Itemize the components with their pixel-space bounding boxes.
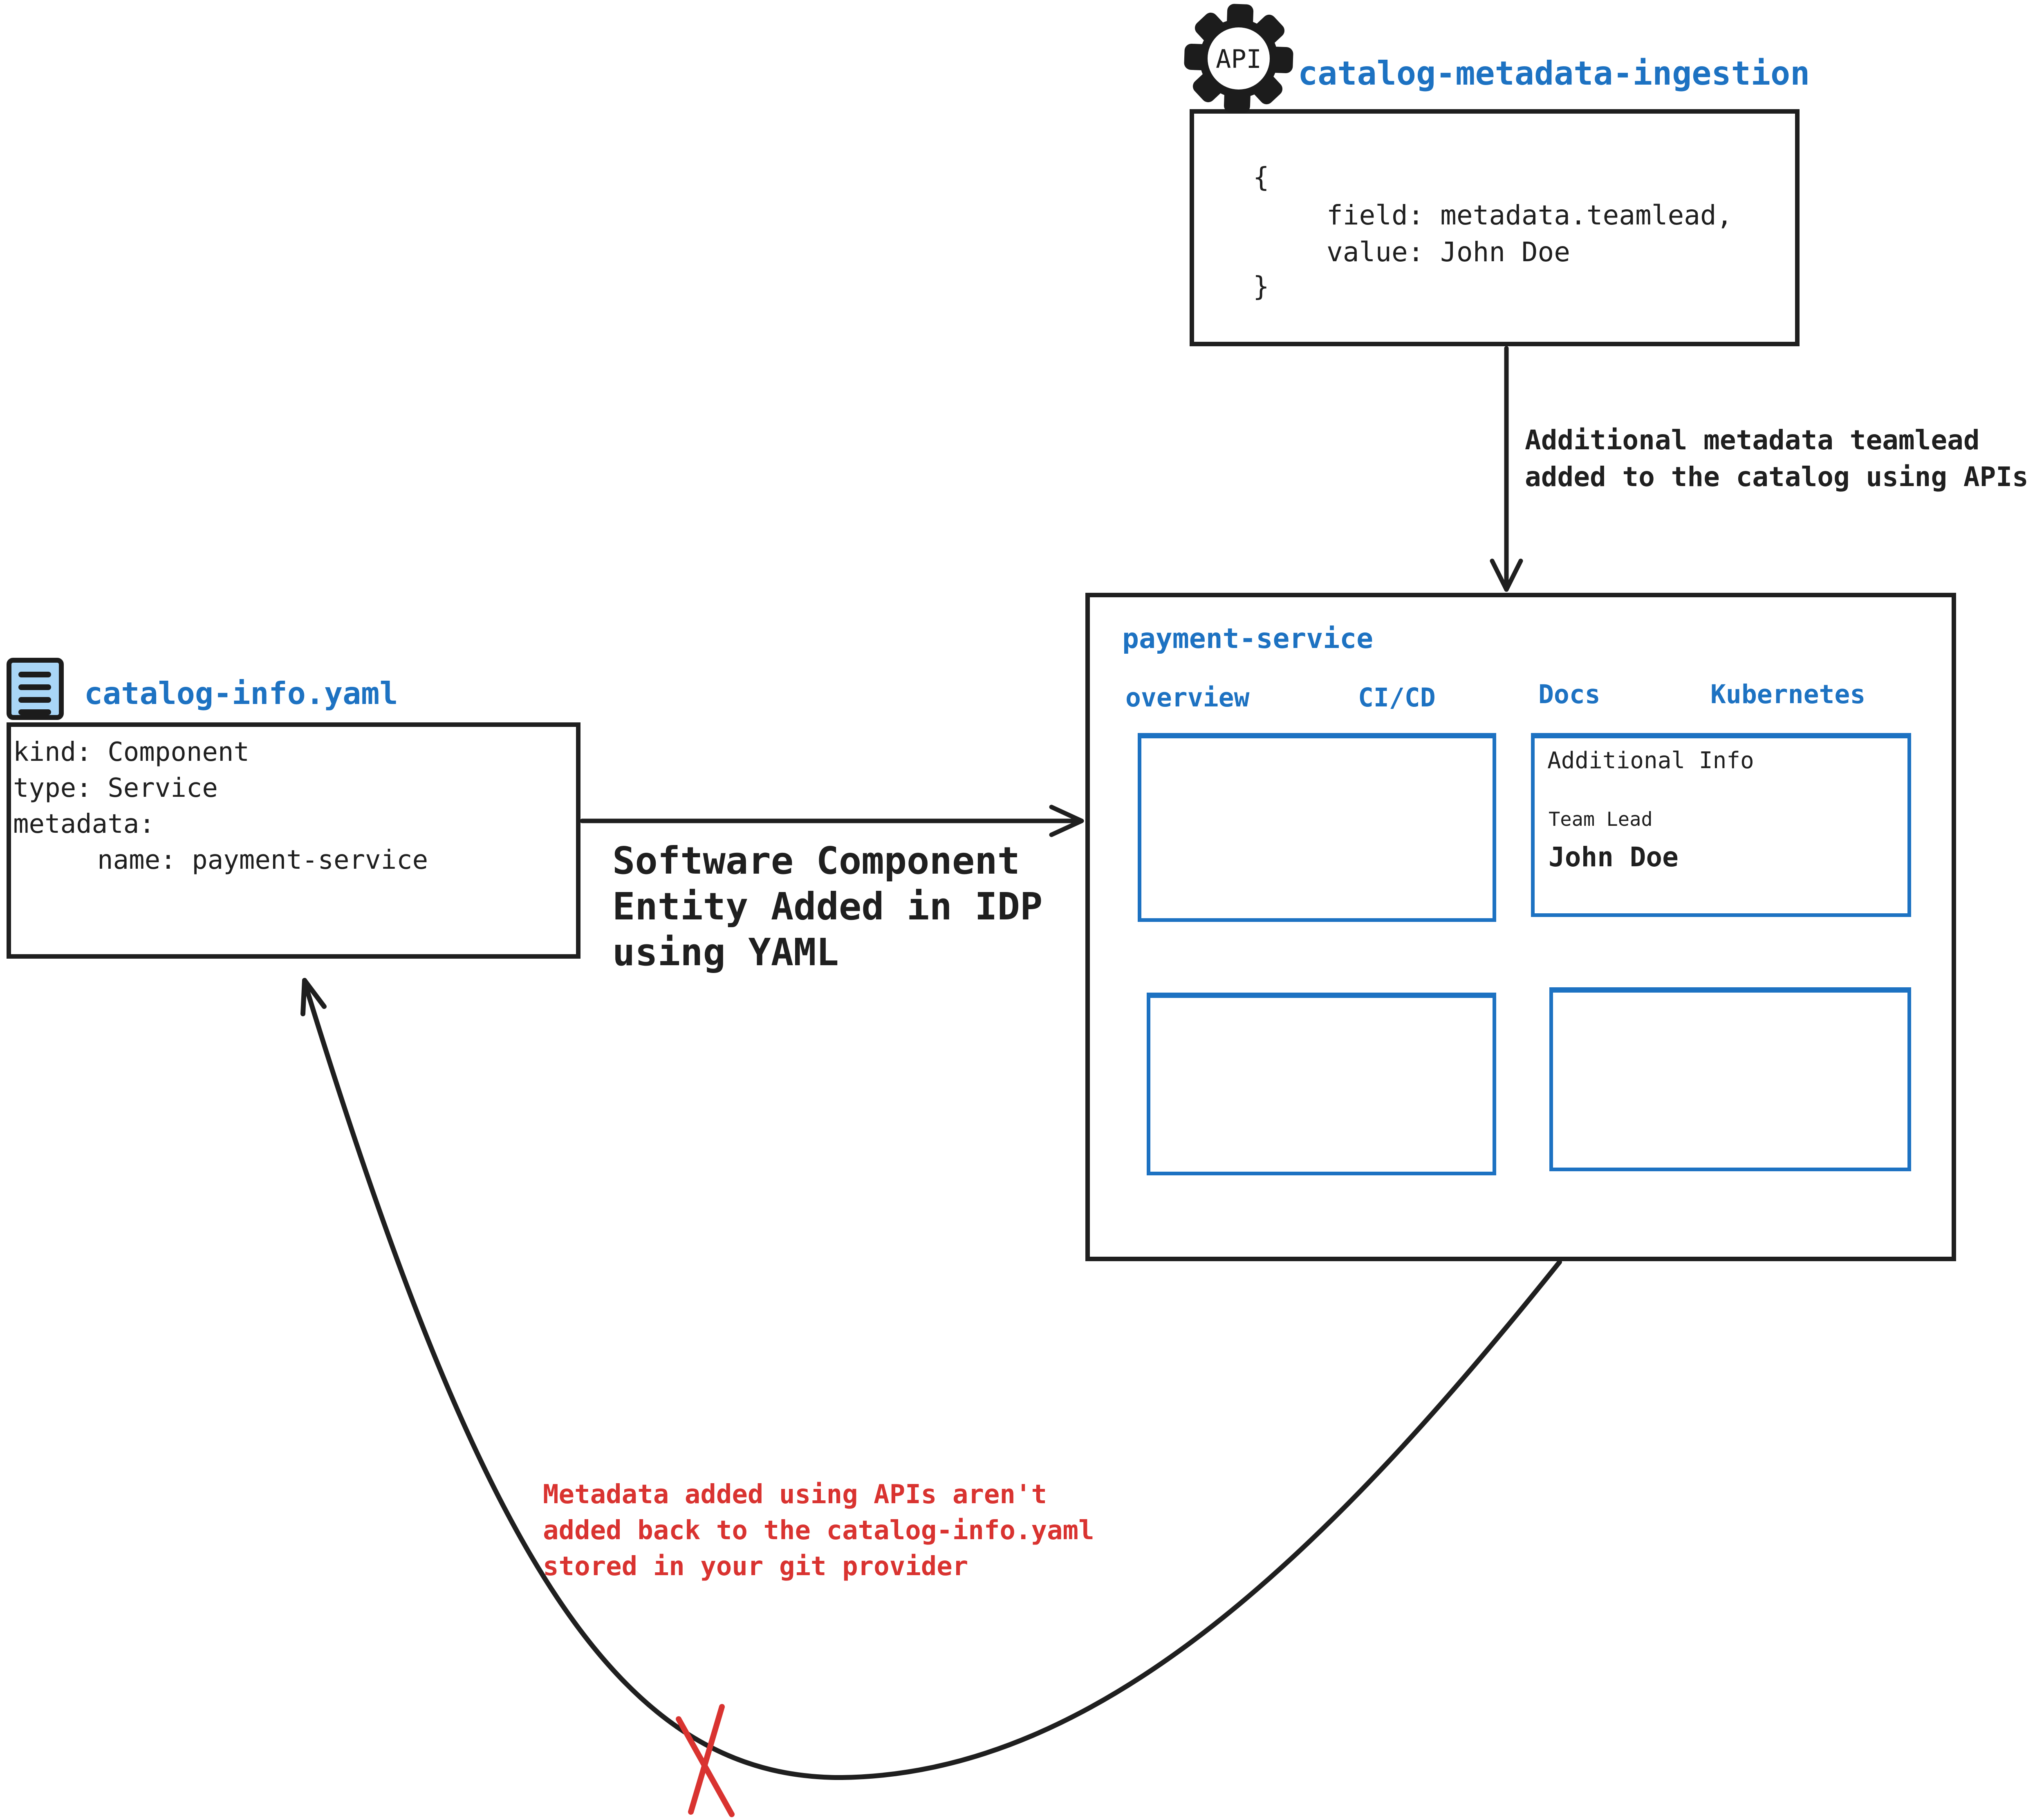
tab-kubernetes[interactable]: Kubernetes bbox=[1710, 679, 1866, 709]
api-to-idp-arrow bbox=[1490, 346, 1523, 592]
code-value-line: value: John Doe bbox=[1327, 236, 1571, 268]
yaml-file-icon bbox=[7, 658, 64, 720]
tab-overview[interactable]: overview bbox=[1125, 683, 1250, 713]
catalog-info-yaml-box bbox=[7, 722, 580, 959]
idp-to-yaml-curve-arrow bbox=[300, 978, 1562, 1780]
catalog-info-yaml-title: catalog-info.yaml bbox=[84, 675, 398, 711]
code-brace-open: { bbox=[1253, 161, 1269, 193]
yaml-line-name: name: payment-service bbox=[97, 845, 428, 875]
team-lead-value: John Doe bbox=[1549, 841, 1679, 873]
feedback-note: Metadata added using APIs aren't added b… bbox=[543, 1480, 1094, 1582]
payment-service-title: payment-service bbox=[1122, 623, 1374, 655]
api-ingestion-code-box bbox=[1190, 109, 1800, 346]
yaml-line-metadata: metadata: bbox=[13, 809, 155, 839]
api-arrow-label: Additional metadata teamlead added to th… bbox=[1525, 424, 2028, 493]
code-field-line: field: metadata.teamlead, bbox=[1327, 200, 1733, 231]
team-lead-label: Team Lead bbox=[1549, 808, 1653, 831]
bottom-left-panel bbox=[1147, 993, 1496, 1175]
api-ingestion-title: catalog-metadata-ingestion bbox=[1298, 54, 1810, 92]
payment-service-window bbox=[1085, 593, 1956, 1261]
overview-panel bbox=[1138, 733, 1496, 922]
tab-docs[interactable]: Docs bbox=[1538, 679, 1600, 709]
api-gear-icon-label: API bbox=[1216, 44, 1262, 74]
api-gear-icon: API bbox=[1184, 4, 1293, 113]
yaml-arrow-label: Software Component Entity Added in IDP u… bbox=[612, 839, 1043, 974]
tab-cicd[interactable]: CI/CD bbox=[1358, 683, 1436, 713]
additional-info-panel bbox=[1531, 733, 1911, 917]
additional-info-heading: Additional Info bbox=[1547, 747, 1754, 774]
yaml-line-type: type: Service bbox=[13, 773, 218, 803]
yaml-line-kind: kind: Component bbox=[13, 737, 249, 767]
yaml-to-idp-arrow bbox=[580, 805, 1084, 837]
code-brace-close: } bbox=[1253, 271, 1269, 302]
blocked-cross-icon bbox=[676, 1704, 735, 1817]
bottom-right-panel bbox=[1549, 987, 1911, 1171]
